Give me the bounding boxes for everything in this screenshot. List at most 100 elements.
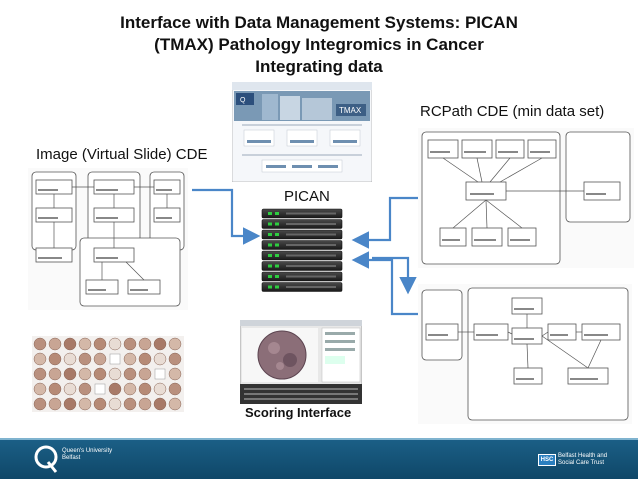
tissue-core (78, 337, 92, 351)
server-led (275, 254, 279, 257)
arrow-warehouse-to-pican (351, 251, 418, 316)
tissue-core (78, 382, 92, 396)
tissue-core (138, 367, 152, 381)
server-led (268, 233, 272, 236)
tissue-core (153, 352, 167, 366)
tissue-core (109, 353, 121, 365)
rcpath-cde-diagram (418, 128, 634, 268)
tissue-core (48, 397, 62, 411)
tissue-core (108, 397, 122, 411)
server-led (275, 275, 279, 278)
arrow-warehouse-from-pican (372, 256, 417, 295)
title-line-2: (TMAX) Pathology Integromics in Cancer (154, 35, 484, 54)
tissue-core (78, 367, 92, 381)
server-led (275, 285, 279, 289)
scoring-interface-label: Scoring Interface (245, 405, 352, 420)
tissue-core (48, 382, 62, 396)
tissue-core (94, 383, 106, 395)
hsc-logo-icon: HSC (538, 454, 556, 466)
tissue-core (33, 337, 47, 351)
image-cde-diagram (28, 168, 188, 310)
server-vent (286, 244, 336, 246)
footer-bar: Queen's University Belfast HSC Belfast H… (0, 440, 638, 479)
tissue-core (33, 397, 47, 411)
queens-university-text: Queen's University Belfast (62, 448, 113, 461)
server-led (268, 212, 272, 215)
tissue-core (108, 382, 122, 396)
svg-text:TMAX: TMAX (339, 106, 362, 115)
server-vent (286, 265, 336, 267)
tissue-core (168, 382, 182, 396)
server-led (275, 264, 279, 268)
tissue-core (123, 337, 137, 351)
rcpath-cde-label: RCPath CDE (min data set) (420, 103, 605, 120)
tissue-core (33, 352, 47, 366)
tissue-core (138, 337, 152, 351)
tissue-core (108, 337, 122, 351)
pican-label: PICAN (284, 188, 330, 205)
tissue-core (48, 337, 62, 351)
tissue-core (138, 397, 152, 411)
server-vent (286, 275, 336, 278)
tissue-core (63, 352, 77, 366)
tissue-core (154, 368, 166, 380)
data-warehouse-diagram (418, 284, 632, 424)
tissue-core (123, 382, 137, 396)
tissue-core (63, 397, 77, 411)
tissue-core (78, 397, 92, 411)
tissue-core (93, 337, 107, 351)
tissue-core (108, 367, 122, 381)
tissue-core (33, 367, 47, 381)
tissue-core (33, 382, 47, 396)
server-led (268, 275, 272, 278)
server-vent (286, 212, 336, 215)
title-line-1: Interface with Data Management Systems: … (120, 13, 518, 32)
arrow-image-cde-to-pican (192, 188, 261, 245)
tissue-core (48, 352, 62, 366)
tissue-core (168, 367, 182, 381)
tissue-core (153, 397, 167, 411)
tissue-microarray-image (32, 336, 184, 412)
belfast-trust-text: Belfast Health and Social Care Trust (558, 453, 608, 466)
server-led (275, 222, 279, 226)
tissue-core (153, 337, 167, 351)
tissue-core (63, 382, 77, 396)
tissue-core (48, 367, 62, 381)
tissue-core (138, 382, 152, 396)
connection-arrows (192, 188, 418, 316)
server-rack-icon (261, 208, 343, 292)
page-title: Interface with Data Management Systems: … (0, 12, 638, 78)
server-vent (286, 223, 336, 225)
tissue-core (168, 337, 182, 351)
tissue-core (63, 367, 77, 381)
server-led (268, 243, 272, 247)
server-led (275, 212, 279, 215)
server-led (268, 254, 272, 257)
title-line-3: Integrating data (255, 57, 383, 76)
tissue-core (123, 367, 137, 381)
server-vent (286, 286, 336, 288)
tissue-core (78, 352, 92, 366)
tissue-core (153, 382, 167, 396)
queens-q-logo-icon (34, 445, 58, 473)
server-led (268, 264, 272, 268)
tissue-core (93, 367, 107, 381)
scoring-interface-screenshot (240, 320, 362, 404)
image-cde-label: Image (Virtual Slide) CDE (36, 146, 208, 163)
server-led (268, 222, 272, 226)
footer-divider (0, 438, 638, 440)
tissue-core (168, 352, 182, 366)
tissue-core (93, 352, 107, 366)
tissue-core (123, 352, 137, 366)
arrow-rcpath-to-pican (351, 196, 418, 249)
tissue-core (123, 397, 137, 411)
server-led (275, 243, 279, 247)
server-led (275, 233, 279, 236)
tissue-core (63, 337, 77, 351)
svg-text:Q: Q (240, 97, 246, 104)
server-led (268, 285, 272, 289)
tissue-core (93, 397, 107, 411)
tissue-core (138, 352, 152, 366)
server-vent (286, 233, 336, 236)
pican-web-app-screenshot: Q TMAX (232, 82, 372, 182)
